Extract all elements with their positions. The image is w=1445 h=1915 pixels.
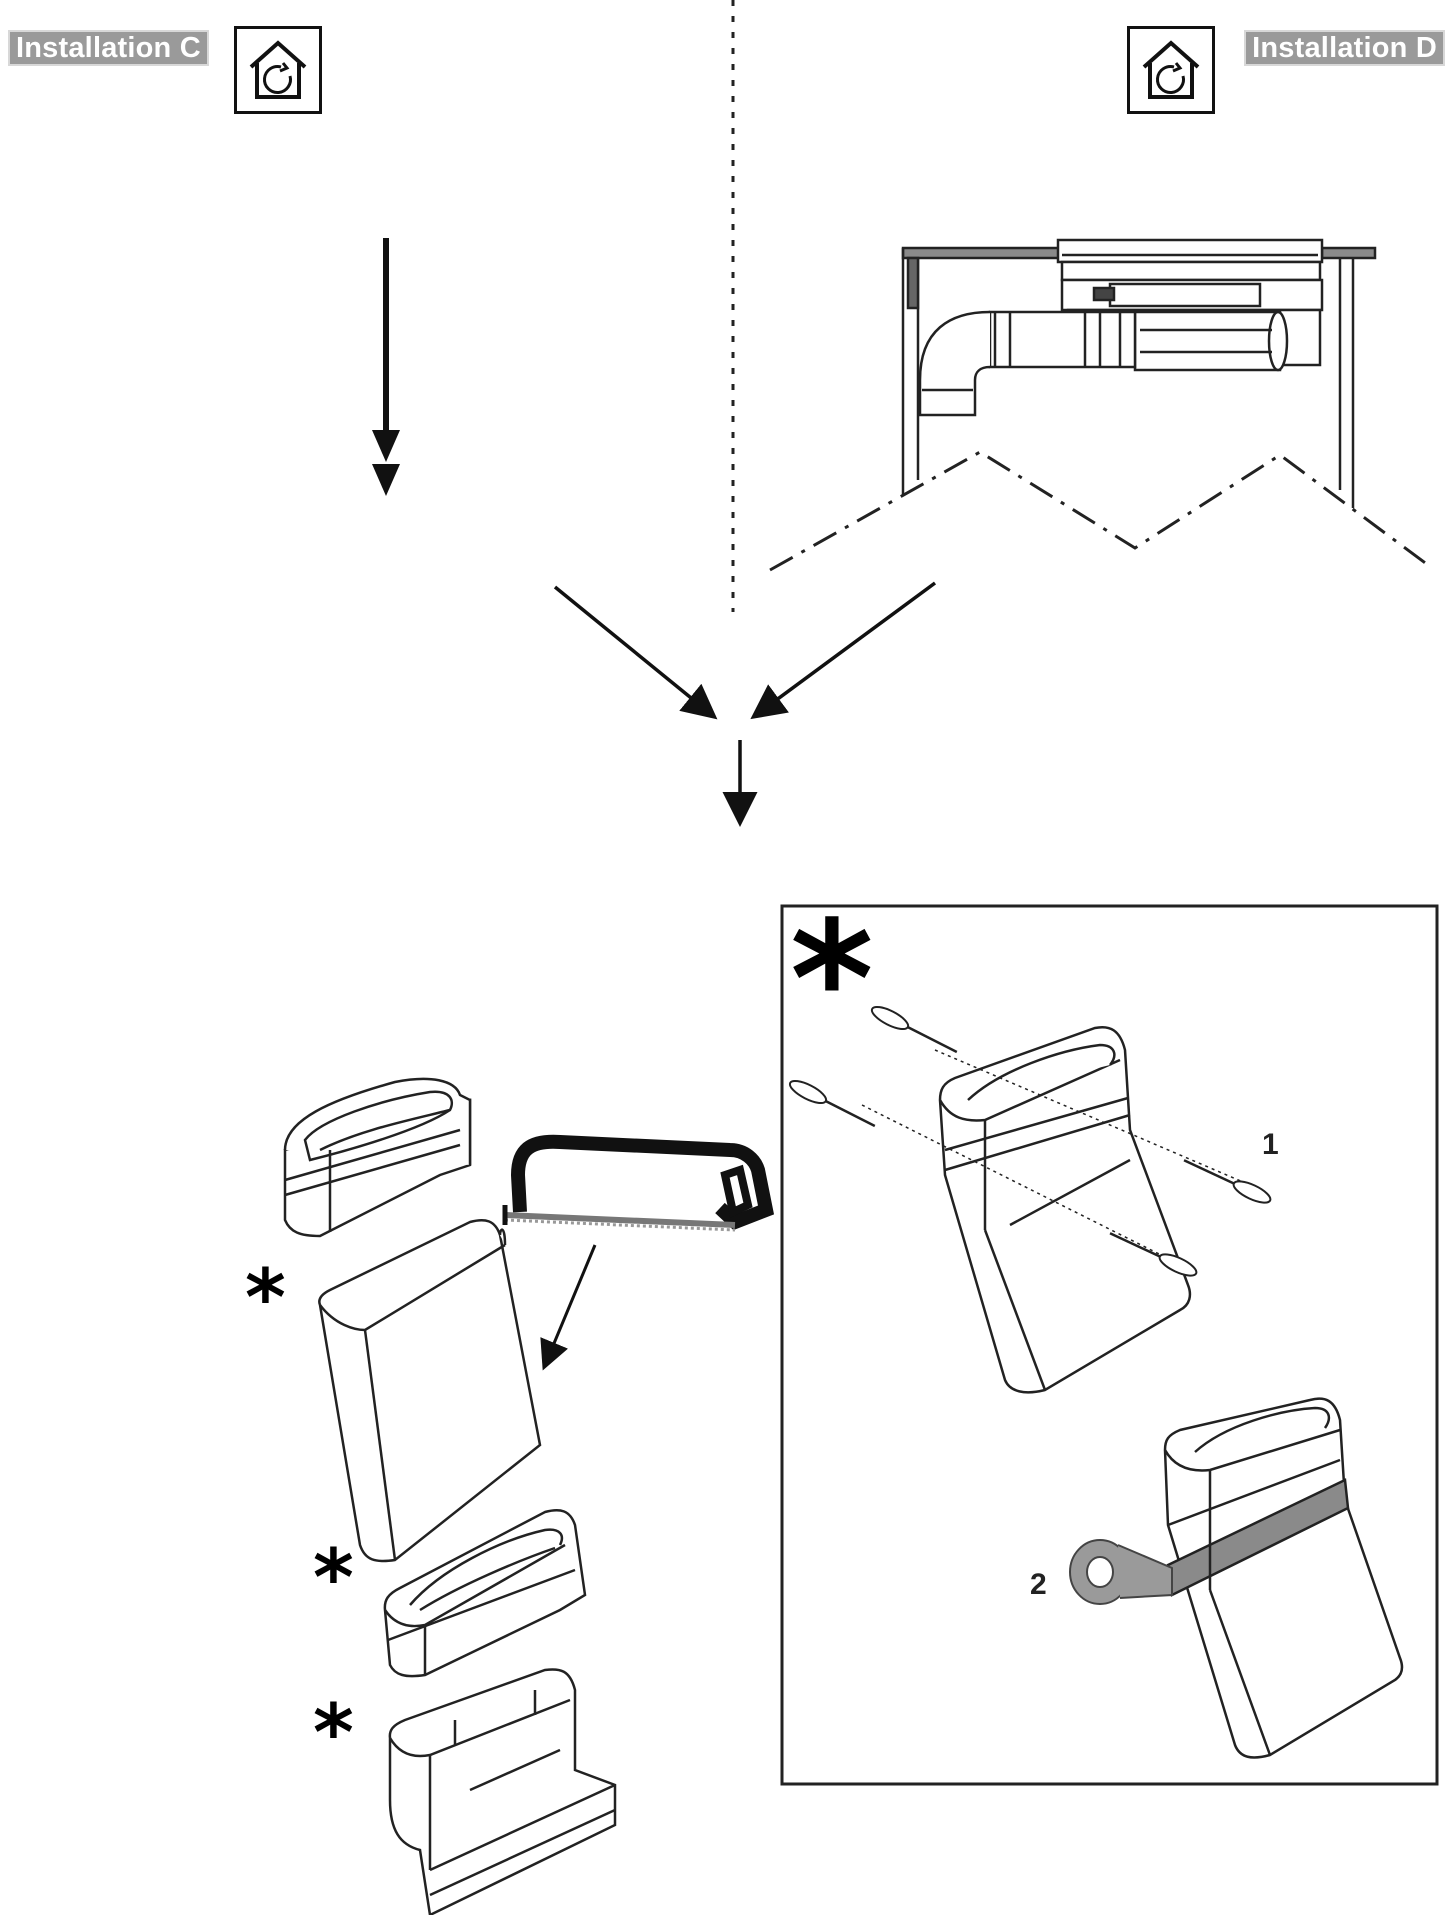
detail-asterisk: *	[790, 886, 874, 1073]
installation-c-arrow	[372, 238, 400, 496]
installation-d-label: Installation D	[1244, 30, 1445, 66]
converging-arrows	[553, 581, 937, 827]
detail-frame	[780, 904, 1439, 1786]
detail-duct-taped	[1163, 1397, 1404, 1759]
cut-marker-asterisk: *	[313, 1534, 354, 1624]
break-line	[769, 450, 1429, 572]
recirculation-house-icon	[1127, 26, 1215, 114]
screwdriver-icon	[788, 1005, 1272, 1277]
duct-elbow-bottom	[388, 1668, 617, 1915]
step-number-1: 1	[1262, 1128, 1279, 1161]
step-number-2: 2	[1030, 1568, 1047, 1601]
cut-marker-asterisk: *	[245, 1254, 286, 1344]
installation-d-illustration	[901, 238, 1377, 508]
tape-roll-icon	[1069, 1539, 1173, 1605]
duct-transition	[383, 1508, 587, 1678]
detail-duct-screwed	[861, 1026, 1251, 1394]
installation-c-label: Installation C	[8, 30, 209, 66]
cut-marker-asterisk: *	[313, 1689, 354, 1779]
hacksaw-icon	[502, 1134, 775, 1232]
duct-stack	[283, 1077, 775, 1915]
duct-straight-long	[318, 1218, 542, 1563]
recirculation-house-icon	[234, 26, 322, 114]
duct-elbow-top	[283, 1077, 472, 1238]
